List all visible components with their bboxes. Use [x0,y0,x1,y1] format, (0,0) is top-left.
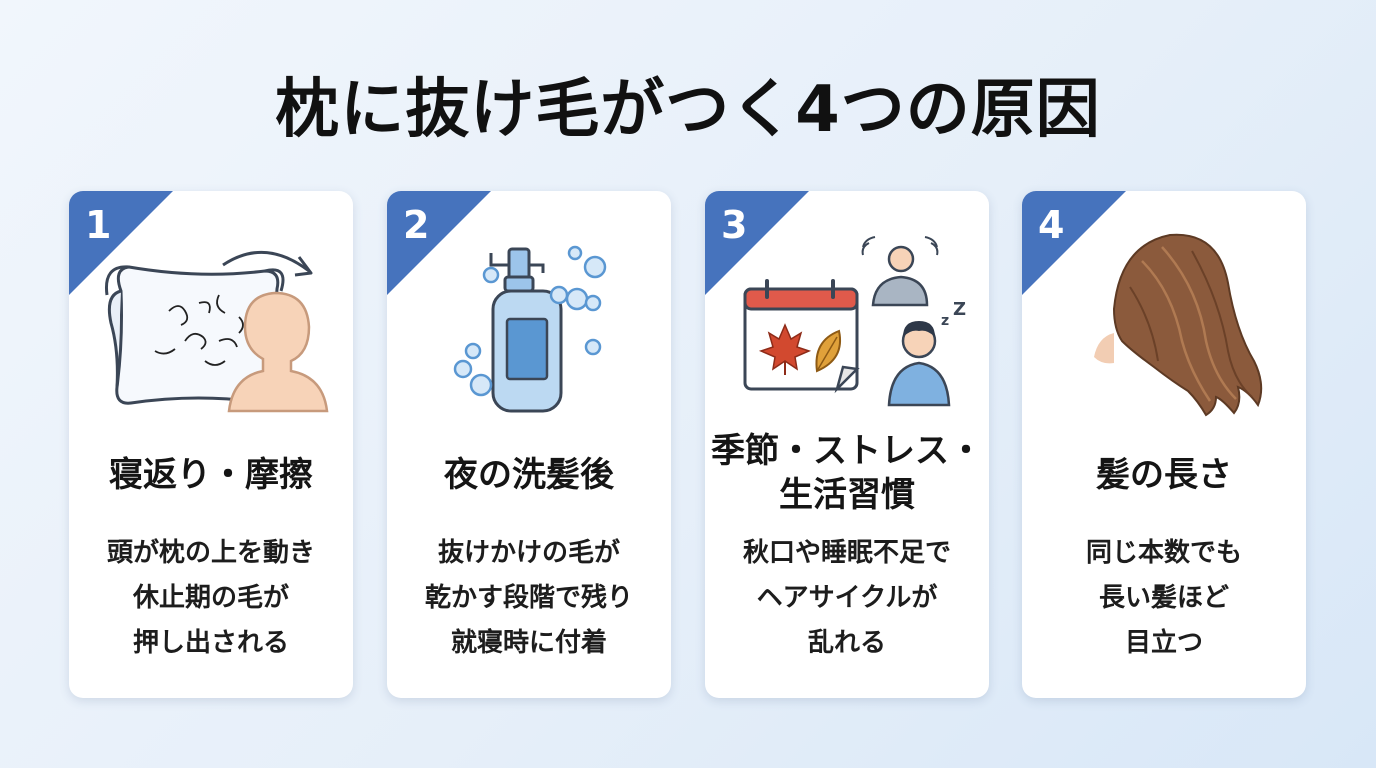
card-title: 季節・ストレス・ 生活習慣 [711,431,983,515]
card-title: 寝返り・摩擦 [109,455,313,495]
head-silhouette-icon [227,291,329,413]
cause-card-2: 2 夜の洗髪後 抜けかけの毛が 乾かす段階で残り 就寝時に付着 [387,191,671,698]
card-description: 秋口や睡眠不足で ヘアサイクルが 乱れる [742,538,951,658]
card-title: 髪の長さ [1096,455,1232,495]
card-description: 頭が枕の上を動き 休止期の毛が 押し出される [106,538,315,658]
autumn-calendar-icon: z Z [743,236,966,407]
curved-arrow-icon [222,251,313,277]
svg-text:z: z [941,313,949,329]
card-description: 同じ本数でも 長い髪ほど 目立つ [1085,538,1242,658]
cause-card-1: 1 寝返り・摩擦 頭が枕の上を動き 休止期の毛が 押し出される [69,191,353,698]
card-number: 2 [403,203,430,247]
stressed-person-icon [861,236,939,307]
page-title: 枕に抜け毛がつく4つの原因 [275,73,1101,147]
pillow-icon [104,251,329,413]
sleepy-person-icon: z Z [887,299,966,407]
card-number: 3 [721,203,748,247]
cause-card-3: 3 z Z 季節・ストレス・ 生活習慣 秋口 [705,191,989,698]
card-title: 夜の洗髪後 [444,455,614,495]
bubbles-icon [453,245,607,397]
pump-bottle-icon [453,245,607,413]
card-number: 4 [1038,203,1065,247]
long-hair-icon [1094,233,1263,417]
cause-card-4: 4 髪の長さ 同じ本数でも 長い髪ほど 目立つ [1022,191,1306,698]
svg-text:Z: Z [953,299,966,320]
card-number: 1 [85,203,112,247]
card-description: 抜けかけの毛が 乾かす段階で残り 就寝時に付着 [424,538,633,658]
